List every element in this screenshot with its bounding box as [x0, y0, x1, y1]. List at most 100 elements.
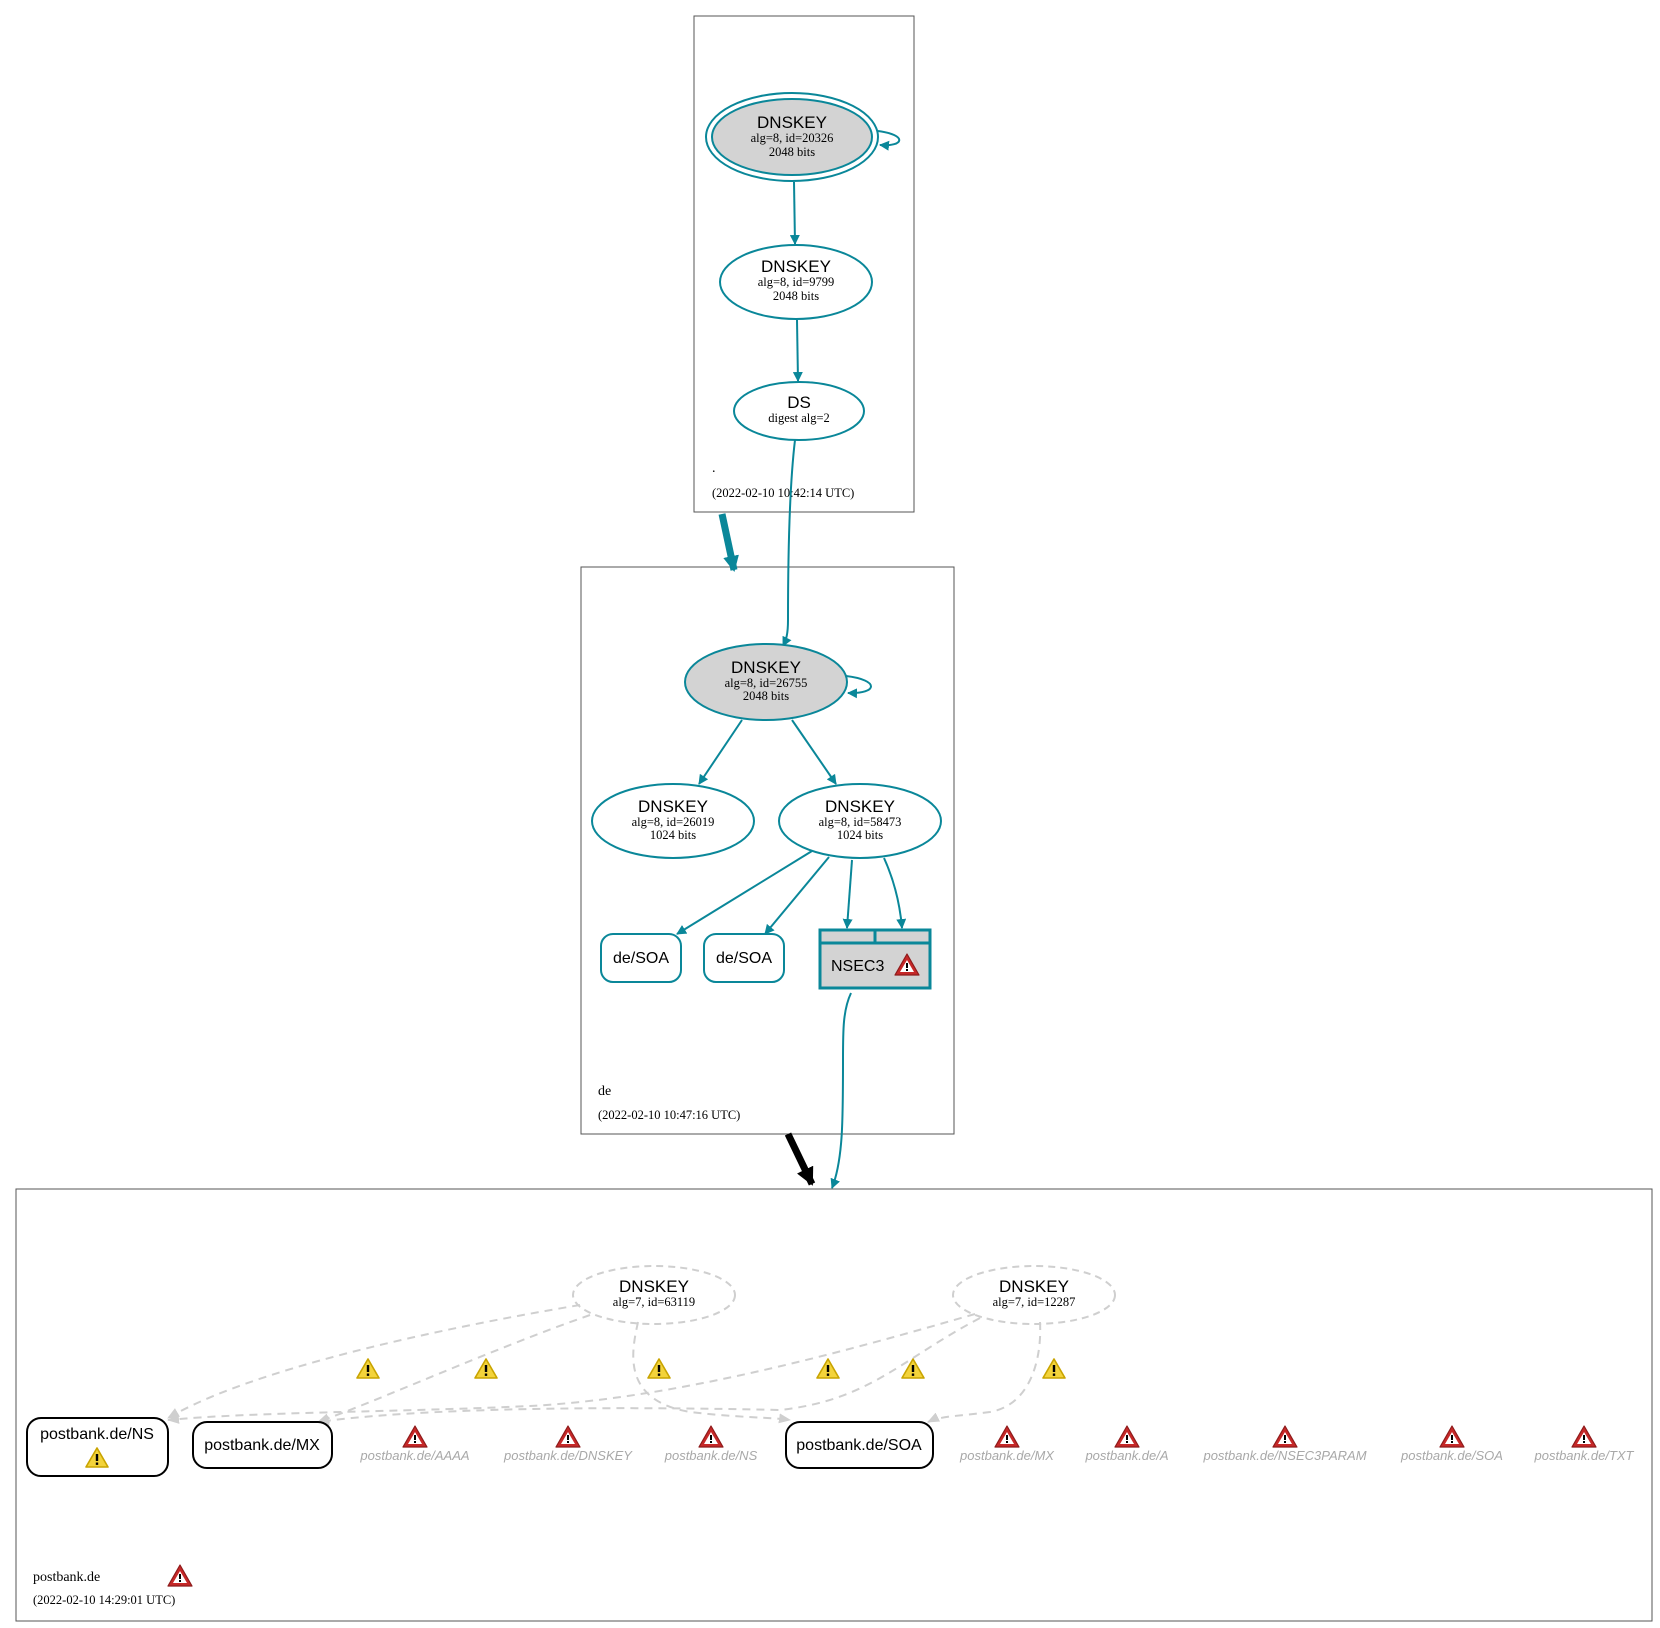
error-icon [698, 1425, 724, 1448]
edge-warning-icon[interactable] [356, 1358, 380, 1379]
error-icon [994, 1425, 1020, 1448]
missing-rr-soa[interactable]: postbank.de/SOA [1400, 1425, 1503, 1463]
node-detail: digest alg=2 [768, 411, 830, 425]
error-icon [1439, 1425, 1465, 1448]
missing-rr-ns[interactable]: postbank.de/NS [664, 1425, 758, 1463]
missing-rr-nsec3param[interactable]: postbank.de/NSEC3PARAM [1202, 1425, 1367, 1463]
node-detail: alg=8, id=9799 [758, 275, 835, 289]
node-title: DNSKEY [638, 797, 708, 816]
edge-warning-icon[interactable] [1042, 1358, 1066, 1379]
node-detail: 2048 bits [743, 689, 789, 703]
node-detail: alg=8, id=58473 [819, 815, 902, 829]
node-detail: 1024 bits [837, 828, 883, 842]
node-detail: 1024 bits [650, 828, 696, 842]
missing-rr-txt[interactable]: postbank.de/TXT [1534, 1425, 1635, 1463]
node-title: DNSKEY [619, 1277, 689, 1296]
node-detail: alg=8, id=20326 [751, 131, 834, 145]
missing-rr-a[interactable]: postbank.de/A [1084, 1425, 1169, 1463]
zone-postbank-name: postbank.de [33, 1570, 100, 1585]
node-title: DNSKEY [825, 797, 895, 816]
zone-root-name: . [712, 461, 716, 476]
edge-de-zsk2-soa2 [764, 856, 830, 935]
node-detail: 2048 bits [773, 289, 819, 303]
edge-key2-mx [317, 1317, 981, 1426]
zone-de-name: de [598, 1084, 611, 1099]
edge-root-ds-de-ksk [782, 439, 796, 647]
node-root-ds[interactable]: DS digest alg=2 [733, 381, 865, 441]
zone-root: . (2022-02-10 10:42:14 UTC) [693, 15, 915, 513]
node-de-zsk1[interactable]: DNSKEY alg=8, id=26019 1024 bits [591, 783, 755, 859]
node-detail: alg=8, id=26019 [632, 815, 715, 829]
node-postbank-key-63119[interactable]: DNSKEY alg=7, id=63119 [572, 1265, 736, 1325]
node-de-soa-2[interactable]: de/SOA [703, 933, 785, 983]
edge-root-ksk-zsk [789, 181, 800, 245]
node-label: NSEC3 [831, 958, 884, 975]
missing-rr-label: postbank.de/AAAA [359, 1448, 469, 1463]
zone-postbank-timestamp: (2022-02-10 14:29:01 UTC) [33, 1593, 175, 1607]
node-label: postbank.de/NS [40, 1426, 154, 1443]
edge-de-ksk-zsk1 [698, 719, 743, 785]
edge-de-ksk-self [845, 675, 872, 699]
missing-rr-label: postbank.de/TXT [1534, 1448, 1635, 1463]
edge-de-ksk-zsk2 [791, 719, 837, 785]
missing-rr-label: postbank.de/NSEC3PARAM [1202, 1448, 1366, 1463]
node-root-ksk[interactable]: DNSKEY alg=8, id=20326 2048 bits [705, 92, 879, 182]
zone-postbank: postbank.de (2022-02-10 14:29:01 UTC) [15, 1188, 1653, 1622]
error-icon [1272, 1425, 1298, 1448]
edge-warning-icon[interactable] [474, 1358, 498, 1379]
edge-de-zsk2-soa1 [676, 850, 813, 935]
missing-rr-label: postbank.de/SOA [1400, 1448, 1503, 1463]
zone-postbank-error-icon [167, 1564, 193, 1587]
missing-rr-dnskey[interactable]: postbank.de/DNSKEY [503, 1425, 633, 1463]
edge-de-zsk2-nsec3-b [883, 857, 907, 929]
edge-root-ksk-self [877, 130, 901, 151]
edge-key2-soa [927, 1321, 1042, 1423]
node-postbank-soa[interactable]: postbank.de/SOA [785, 1421, 934, 1469]
error-icon [402, 1425, 428, 1448]
edge-key1-soa [632, 1321, 791, 1424]
node-de-zsk2[interactable]: DNSKEY alg=8, id=58473 1024 bits [778, 783, 942, 859]
error-icon [1114, 1425, 1140, 1448]
missing-rr-label: postbank.de/DNSKEY [503, 1448, 633, 1463]
node-detail: alg=8, id=26755 [725, 676, 808, 690]
error-icon [555, 1425, 581, 1448]
node-de-nsec3[interactable]: NSEC3 [818, 928, 932, 990]
node-title: DNSKEY [761, 257, 831, 276]
node-de-soa-1[interactable]: de/SOA [600, 933, 682, 983]
missing-rr-aaaa[interactable]: postbank.de/AAAA [359, 1425, 470, 1463]
node-postbank-key-12287[interactable]: DNSKEY alg=7, id=12287 [952, 1265, 1116, 1325]
node-title: DNSKEY [731, 658, 801, 677]
edge-key2-ns [167, 1313, 976, 1424]
node-detail: alg=7, id=12287 [993, 1295, 1076, 1309]
edge-warning-icon[interactable] [816, 1358, 840, 1379]
edge-key1-mx [317, 1314, 591, 1424]
missing-rr-mx[interactable]: postbank.de/MX [959, 1425, 1055, 1463]
edge-de-zsk2-nsec3-a [842, 859, 853, 929]
edge-root-zsk-ds [792, 319, 803, 382]
missing-rr-label: postbank.de/A [1084, 1448, 1168, 1463]
edge-delegation-root-de [718, 513, 739, 572]
node-root-zsk[interactable]: DNSKEY alg=8, id=9799 2048 bits [719, 244, 873, 320]
edge-key1-ns [167, 1304, 581, 1419]
zone-de-timestamp: (2022-02-10 10:47:16 UTC) [598, 1108, 740, 1122]
missing-rr-label: postbank.de/MX [959, 1448, 1055, 1463]
node-label: postbank.de/SOA [796, 1437, 922, 1454]
node-postbank-ns[interactable]: postbank.de/NS [26, 1417, 169, 1477]
error-icon [1571, 1425, 1597, 1448]
node-de-ksk[interactable]: DNSKEY alg=8, id=26755 2048 bits [684, 643, 848, 721]
edge-warning-icon[interactable] [647, 1358, 671, 1379]
node-title: DNSKEY [757, 113, 827, 132]
edge-de-nsec3-postbank [830, 992, 852, 1189]
node-title: DS [787, 393, 811, 412]
zone-root-timestamp: (2022-02-10 10:42:14 UTC) [712, 486, 854, 500]
node-label: postbank.de/MX [204, 1437, 320, 1454]
node-postbank-mx[interactable]: postbank.de/MX [192, 1421, 333, 1469]
node-label: de/SOA [613, 950, 669, 967]
node-title: DNSKEY [999, 1277, 1069, 1296]
zone-de: de (2022-02-10 10:47:16 UTC) [580, 566, 955, 1135]
node-detail: 2048 bits [769, 145, 815, 159]
edge-delegation-de-postbank [784, 1132, 816, 1186]
node-detail: alg=7, id=63119 [613, 1295, 695, 1309]
missing-rr-label: postbank.de/NS [664, 1448, 758, 1463]
